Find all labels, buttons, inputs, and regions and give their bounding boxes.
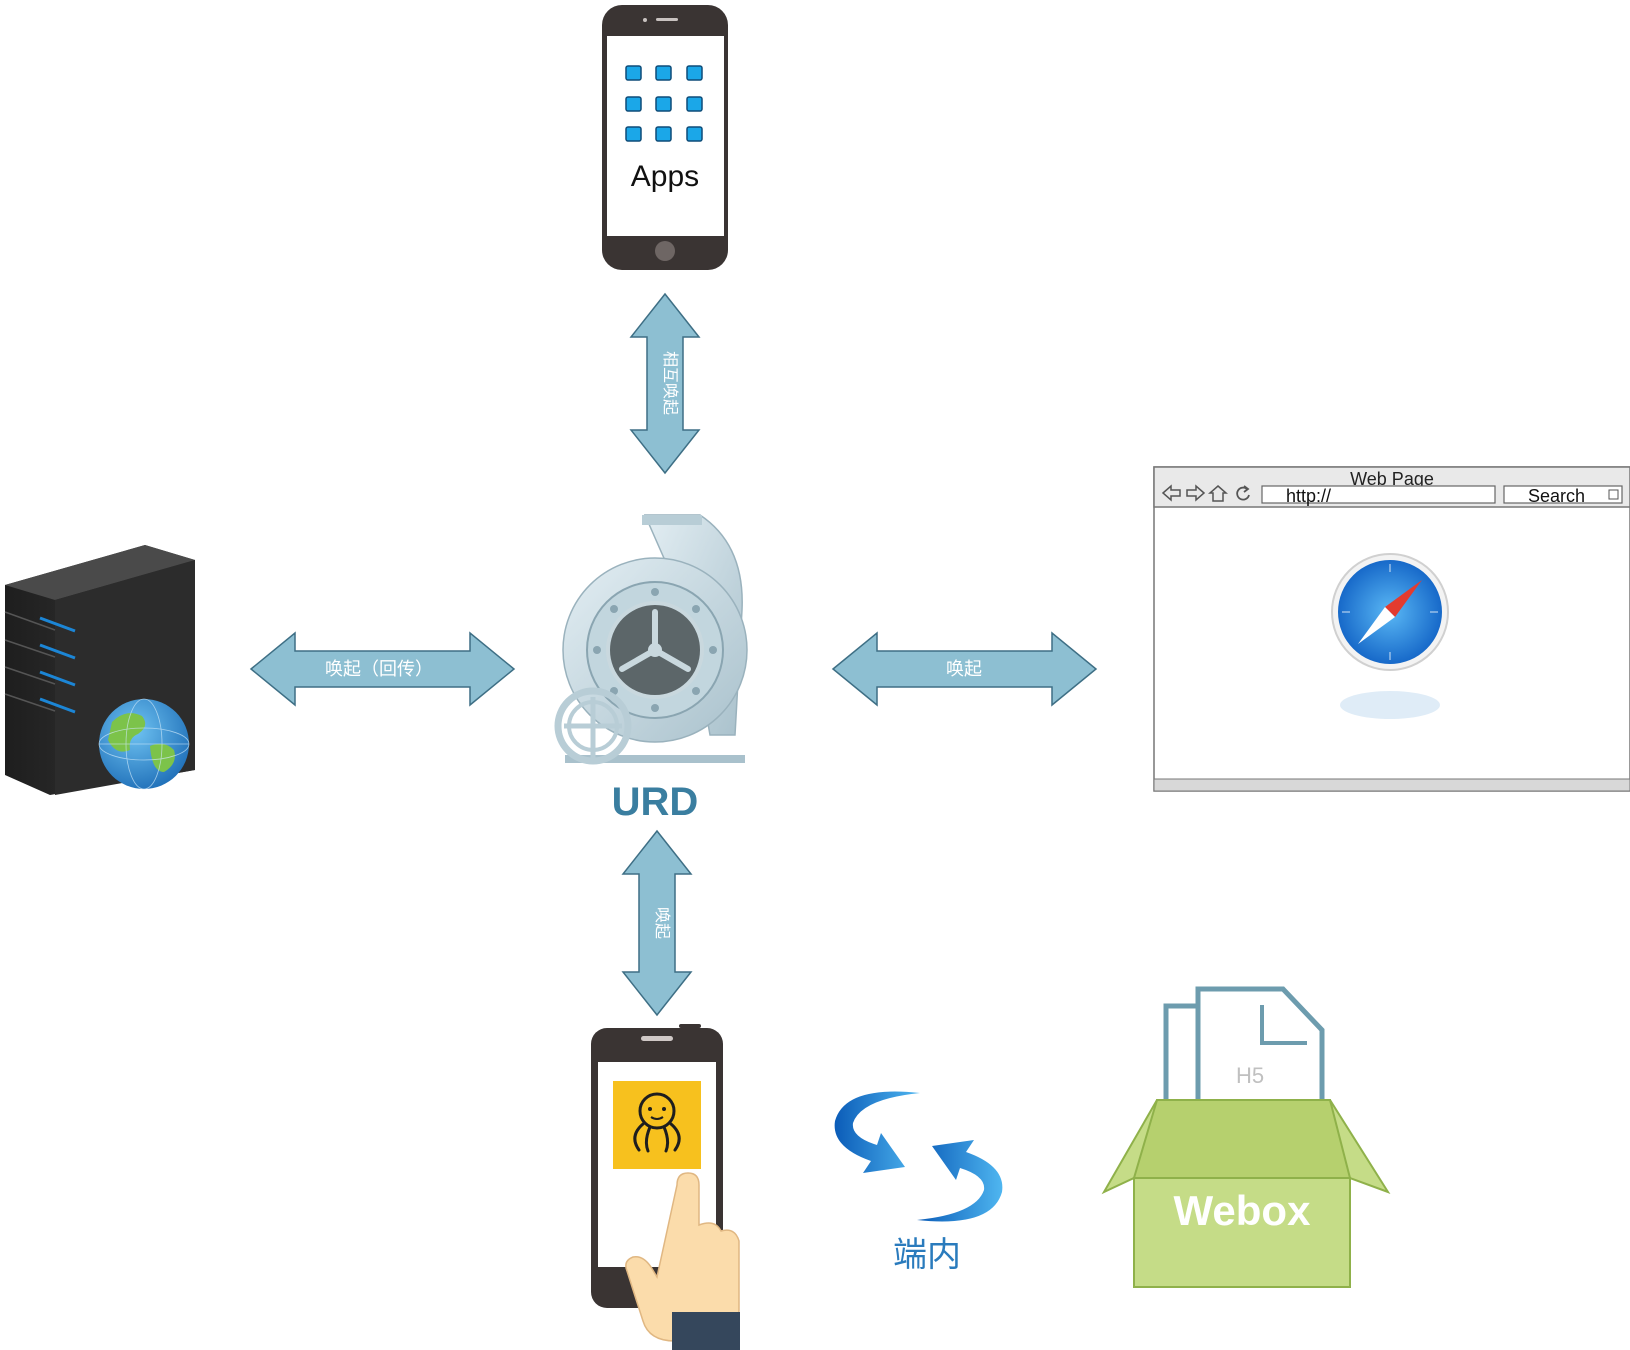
webox-box-icon: Webox [1101, 1099, 1391, 1288]
bottom-double-arrow: 唤起 [621, 829, 693, 1017]
apps-label: Apps [631, 160, 699, 193]
browser-title: Web Page [1350, 469, 1434, 489]
globe-icon [98, 698, 190, 790]
sync-label: 端内 [893, 1236, 961, 1274]
left-arrow-label: 唤起（回传） [325, 659, 433, 679]
octopus-app-icon[interactable] [613, 1081, 701, 1169]
top-phone: Apps [602, 5, 728, 270]
sync-arrows-icon [834, 1091, 1003, 1222]
search-go-icon[interactable] [1608, 489, 1619, 500]
search-label: Search [1528, 486, 1585, 506]
h5-label: H5 [1236, 1063, 1264, 1088]
refresh-icon[interactable] [1236, 485, 1250, 501]
safari-compass-icon [1331, 553, 1449, 719]
browser-window: Web Page http:// Search [1153, 466, 1630, 792]
home-icon[interactable] [1208, 485, 1228, 502]
urd-pump-icon [554, 514, 748, 765]
right-double-arrow: 唤起 [831, 631, 1098, 707]
url-text: http:// [1286, 486, 1331, 506]
app-grid-icon [625, 65, 703, 142]
back-icon[interactable] [1161, 484, 1181, 502]
pointing-hand-icon [625, 1172, 740, 1350]
top-arrow-label: 相互唤起 [661, 351, 679, 415]
h5-document-icon: H5 [1163, 986, 1325, 1118]
webox-label: Webox [1174, 1187, 1312, 1234]
bottom-arrow-label: 唤起 [653, 907, 671, 939]
left-double-arrow: 唤起（回传） [249, 631, 516, 707]
urd-label: URD [612, 780, 699, 824]
search-field[interactable] [1503, 485, 1623, 504]
url-field[interactable] [1261, 485, 1496, 504]
top-double-arrow: 相互唤起 [629, 292, 701, 475]
forward-icon[interactable] [1186, 484, 1206, 502]
right-arrow-label: 唤起 [946, 659, 982, 679]
